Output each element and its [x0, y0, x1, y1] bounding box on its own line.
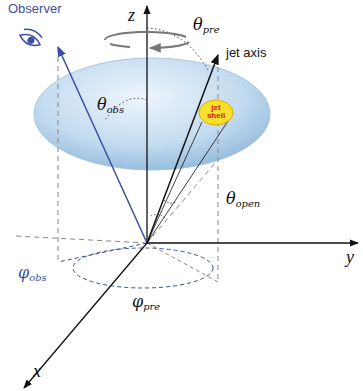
axis-label: z [128, 6, 135, 26]
shell-label: jet shell [205, 104, 227, 121]
x-axis [24, 243, 147, 388]
angle-label: φobs [18, 264, 47, 284]
jet-projection [218, 58, 219, 282]
observer-direction [58, 47, 147, 243]
precession-arrow [150, 42, 189, 48]
angle-label: θopen [226, 190, 260, 210]
axis-label: jet axis [226, 46, 266, 60]
jet-axis-line [147, 55, 218, 243]
angle-label: θpre [193, 16, 220, 36]
z-axis [146, 6, 147, 243]
axis-label: x [33, 362, 41, 382]
angle-label: θobs [97, 96, 124, 116]
precession-arrow [105, 32, 186, 40]
jet-ground-line [147, 243, 218, 282]
theta-obs-arc [105, 98, 147, 120]
opening-edge [147, 118, 230, 243]
eye-icon [18, 26, 44, 48]
phi-arc [151, 214, 165, 218]
negative-y-axis [15, 236, 147, 243]
angle-label: φpre [132, 293, 160, 313]
observer-projection [58, 48, 59, 262]
emission-region [34, 58, 270, 170]
negative-x-axis [147, 163, 215, 243]
opening-edge [147, 122, 202, 243]
jet-shell: jet shell [198, 99, 234, 126]
precession-arrow [110, 44, 130, 47]
theta-open-arc [164, 200, 176, 203]
axis-label: y [346, 248, 354, 268]
y-axis [147, 242, 358, 243]
observer-label: Observer [8, 2, 61, 16]
